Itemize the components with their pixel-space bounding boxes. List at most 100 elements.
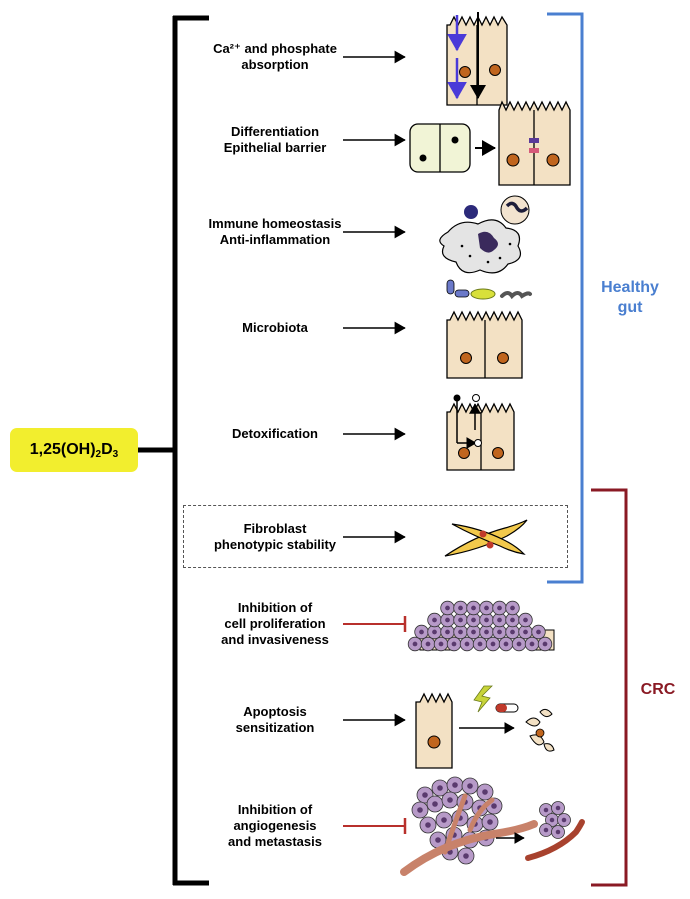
healthy-label-line: Healthy bbox=[601, 279, 659, 296]
effect-label-line: and invasiveness bbox=[221, 632, 329, 647]
compound-label: 1,25(OH)2D3 bbox=[29, 440, 119, 460]
tumor-nucleus bbox=[491, 803, 497, 809]
tumor-nucleus bbox=[437, 785, 443, 791]
effect-label-line: Anti-inflammation bbox=[219, 232, 331, 247]
effect-label-line: cell proliferation bbox=[224, 616, 326, 631]
effect-label-line: Ca²⁺ and phosphate bbox=[213, 41, 337, 56]
tumor-nucleus bbox=[471, 617, 476, 623]
tumor-nucleus bbox=[441, 817, 447, 823]
tumor-nucleus bbox=[484, 617, 489, 623]
tumor-nucleus bbox=[425, 641, 431, 647]
tumor-proliferation-icon bbox=[407, 600, 555, 652]
immune-cells-icon bbox=[439, 195, 530, 274]
effect-arrows bbox=[343, 50, 407, 834]
tumor-nucleus bbox=[458, 617, 463, 623]
compound-badge: 1,25(OH)2D3 bbox=[10, 428, 138, 472]
tumor-nucleus bbox=[516, 641, 522, 647]
crc-label-line: CRC bbox=[640, 681, 676, 698]
tumor-nucleus bbox=[542, 641, 548, 647]
tumor-nucleus bbox=[447, 797, 453, 803]
tumor-nucleus bbox=[523, 629, 528, 635]
tumor-nucleus bbox=[432, 629, 437, 635]
fibroblast-highlight-box bbox=[183, 505, 568, 568]
tumor-nucleus bbox=[422, 792, 428, 798]
tumor-nucleus bbox=[482, 789, 488, 795]
tumor-nucleus bbox=[497, 605, 502, 611]
tumor-nucleus bbox=[435, 837, 441, 843]
tumor-nucleus bbox=[445, 605, 450, 611]
healthy-gut-label: Healthy gut bbox=[590, 278, 670, 318]
effect-label-detoxification: Detoxification bbox=[190, 426, 360, 442]
tumor-nucleus bbox=[543, 807, 549, 813]
healthy-label-line: gut bbox=[617, 299, 643, 316]
crc-bracket bbox=[591, 488, 628, 887]
healthy-gut-bracket bbox=[547, 12, 584, 584]
tumor-nucleus bbox=[451, 641, 457, 647]
effect-label-line: Detoxification bbox=[232, 426, 318, 441]
tumor-nucleus bbox=[536, 629, 541, 635]
tumor-nucleus bbox=[503, 641, 509, 647]
tumor-nucleus bbox=[471, 629, 476, 635]
tumor-nucleus bbox=[523, 617, 528, 623]
apoptosis-icon bbox=[415, 685, 555, 769]
tumor-nucleus bbox=[445, 629, 450, 635]
tumor-nucleus bbox=[438, 641, 444, 647]
crc-label: CRC bbox=[628, 680, 688, 700]
tumor-nucleus bbox=[510, 629, 515, 635]
tumor-nucleus bbox=[419, 629, 424, 635]
tumor-nucleus bbox=[543, 827, 549, 833]
effect-label-line: Fibroblast bbox=[243, 521, 307, 536]
effect-label-line: Inhibition of bbox=[237, 802, 313, 817]
absorption-cells-icon bbox=[446, 12, 508, 106]
effect-label-line: Apoptosis bbox=[243, 704, 307, 719]
effect-label-line: sensitization bbox=[235, 720, 315, 735]
tumor-nucleus bbox=[510, 617, 515, 623]
effect-label-line: Inhibition of bbox=[237, 600, 313, 615]
detoxification-icon bbox=[446, 394, 515, 471]
tumor-nucleus bbox=[497, 617, 502, 623]
tumor-nucleus bbox=[458, 629, 463, 635]
effect-label-line: angiogenesis bbox=[233, 818, 317, 833]
tumor-nucleus bbox=[484, 629, 489, 635]
microbiota-icon bbox=[446, 279, 532, 379]
effect-label-line: Microbiota bbox=[242, 320, 308, 335]
fibroblast-icon bbox=[444, 519, 528, 557]
tumor-nucleus bbox=[432, 801, 438, 807]
tumor-nucleus bbox=[463, 853, 469, 859]
effect-label-line: Epithelial barrier bbox=[223, 140, 327, 155]
tumor-nucleus bbox=[561, 817, 567, 823]
tumor-nucleus bbox=[549, 817, 555, 823]
tumor-nucleus bbox=[464, 641, 470, 647]
angiogenesis-icon bbox=[400, 776, 585, 876]
effect-label-line: Differentiation bbox=[230, 124, 320, 139]
tumor-nucleus bbox=[510, 605, 515, 611]
tumor-nucleus bbox=[417, 807, 423, 813]
tumor-nucleus bbox=[467, 783, 473, 789]
tumor-nucleus bbox=[490, 641, 496, 647]
main-bracket bbox=[138, 15, 209, 886]
tumor-nucleus bbox=[432, 617, 437, 623]
effect-label-microbiota: Microbiota bbox=[190, 320, 360, 336]
effect-label-line: phenotypic stability bbox=[213, 537, 337, 552]
tumor-nucleus bbox=[445, 617, 450, 623]
effect-label-line: and metastasis bbox=[228, 834, 322, 849]
tumor-nucleus bbox=[425, 822, 431, 828]
effect-label-line: absorption bbox=[241, 57, 309, 72]
tumor-nucleus bbox=[452, 782, 458, 788]
effect-label-line: Immune homeostasis bbox=[208, 216, 342, 231]
tumor-nucleus bbox=[529, 641, 535, 647]
differentiation-cells-icon bbox=[409, 100, 571, 186]
tumor-nucleus bbox=[458, 605, 463, 611]
tumor-nucleus bbox=[412, 641, 418, 647]
tumor-nucleus bbox=[471, 605, 476, 611]
tumor-nucleus bbox=[555, 805, 561, 811]
